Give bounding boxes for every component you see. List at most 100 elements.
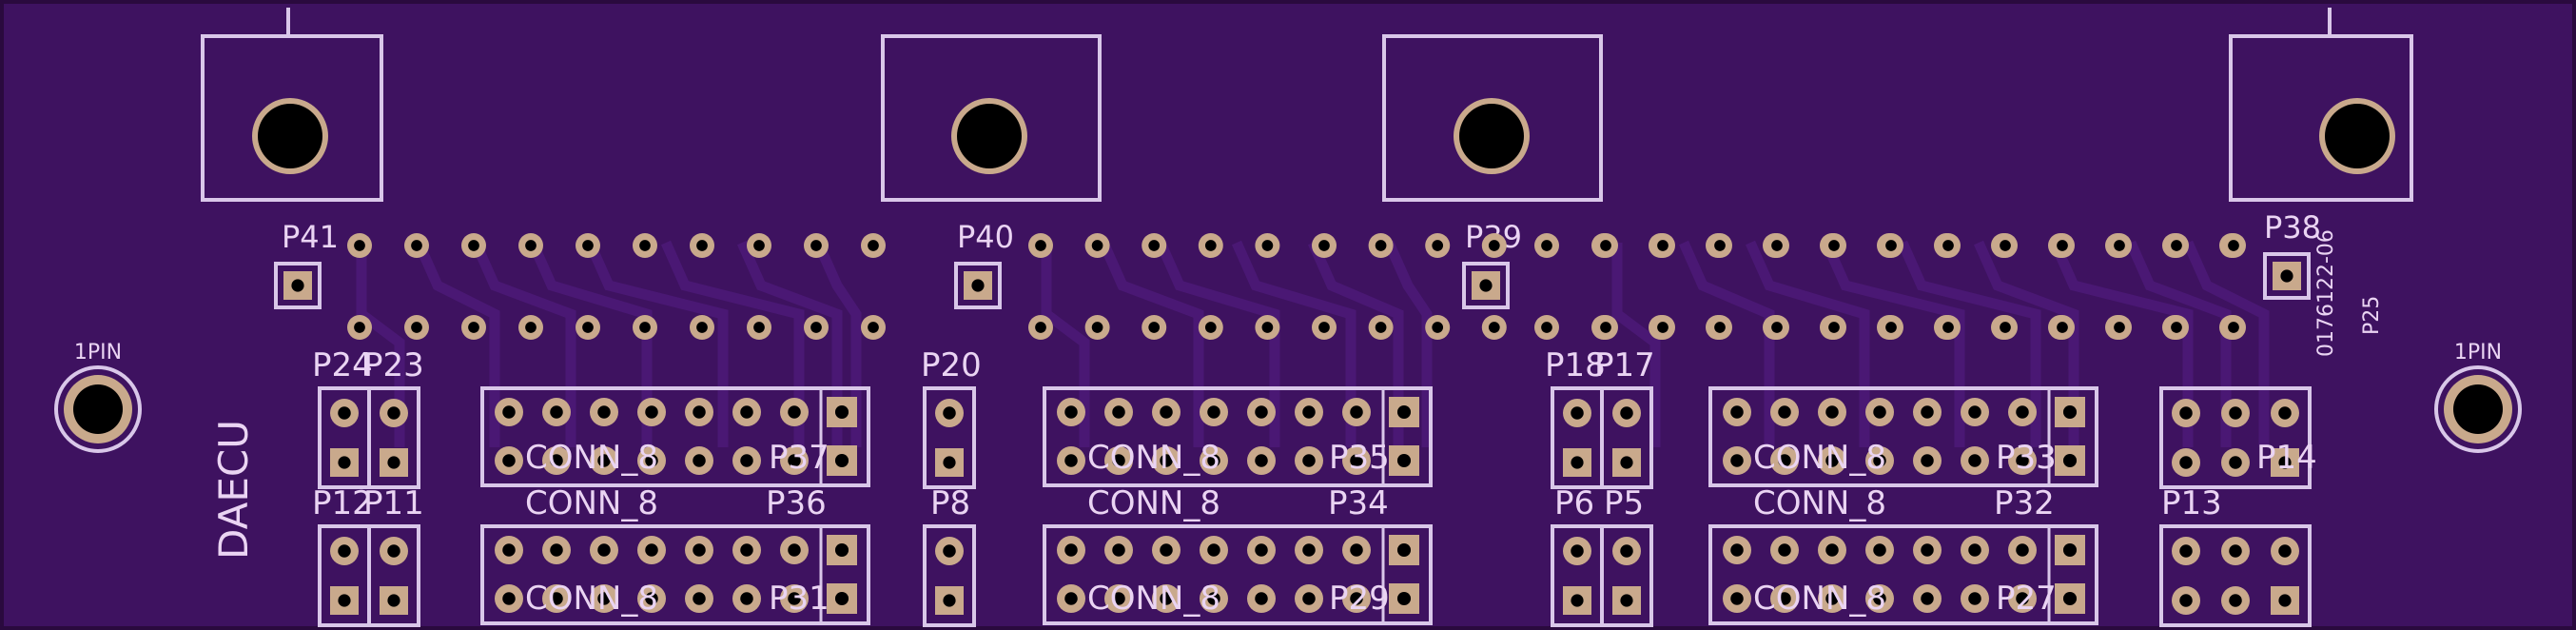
header-p6-ref: P6 bbox=[1554, 484, 1594, 522]
top-row-pin bbox=[2050, 233, 2075, 258]
pin-pad bbox=[1961, 584, 1989, 613]
pin-pad bbox=[1247, 398, 1276, 426]
trace bbox=[1041, 243, 1090, 447]
pin-pad bbox=[780, 446, 809, 475]
pin-pad bbox=[590, 536, 618, 564]
mounting-hole-right-label: 1PIN bbox=[2454, 341, 2502, 364]
pin-pad bbox=[1104, 536, 1133, 564]
pin-pad bbox=[685, 446, 713, 475]
pin-pad bbox=[1295, 584, 1323, 613]
conn-p36-value: CONN_8 bbox=[525, 484, 658, 522]
top-row-pin bbox=[1425, 233, 1451, 258]
header-p13: P13 bbox=[2159, 484, 2312, 627]
pin-pad bbox=[1612, 537, 1641, 565]
pin-1-pad bbox=[2055, 445, 2085, 476]
top-row-pin bbox=[1993, 315, 2018, 340]
pin-pad bbox=[495, 584, 523, 613]
pin-pad bbox=[685, 584, 713, 613]
top-row-pin bbox=[518, 315, 543, 340]
pin-pad bbox=[495, 398, 523, 426]
pin-1-pad bbox=[1612, 586, 1641, 615]
top-row-pin bbox=[1368, 233, 1394, 258]
pin-pad bbox=[1723, 446, 1751, 475]
header-p12: P12 bbox=[312, 484, 373, 627]
header-p17-ref: P17 bbox=[1594, 346, 1655, 384]
top-row-pin bbox=[690, 233, 714, 258]
trace bbox=[1155, 240, 1280, 447]
pin-pad bbox=[380, 537, 408, 565]
test-point-pad bbox=[964, 271, 992, 300]
pin-pad bbox=[1865, 584, 1894, 613]
pin-pad bbox=[1818, 446, 1846, 475]
pin-pad bbox=[685, 536, 713, 564]
pin-1-pad bbox=[1389, 583, 1419, 614]
top-row-pin bbox=[1534, 315, 1559, 340]
pin-pad bbox=[330, 399, 359, 427]
top-row-pin bbox=[2050, 315, 2075, 340]
pin-pad bbox=[1913, 446, 1942, 475]
test-point-p40: P40 bbox=[954, 219, 1014, 309]
trace bbox=[1383, 240, 1433, 447]
top-row-pin bbox=[1708, 233, 1732, 258]
top-row-pin bbox=[404, 233, 429, 258]
pin-1-pad bbox=[2271, 448, 2299, 477]
pin-1-pad bbox=[330, 448, 359, 477]
pin-1-pad bbox=[2055, 397, 2085, 427]
trace bbox=[1307, 240, 1404, 447]
pin-pad bbox=[780, 536, 809, 564]
top-row-pin bbox=[633, 233, 657, 258]
header-p14: P14 bbox=[2159, 386, 2317, 489]
pin-pad bbox=[1961, 398, 1989, 426]
trace bbox=[1973, 240, 2079, 447]
conn-p31-value: CONN_8 bbox=[525, 580, 658, 618]
pin-pad bbox=[1818, 584, 1846, 613]
pin-pad bbox=[2221, 586, 2250, 615]
pin-pad bbox=[542, 398, 571, 426]
pin-pad bbox=[590, 584, 618, 613]
top-row-pin bbox=[461, 233, 486, 258]
top-mounting-block bbox=[2229, 8, 2413, 202]
pin-pad bbox=[732, 398, 761, 426]
top-mounting-block bbox=[881, 34, 1102, 202]
top-row-pin bbox=[1481, 233, 1507, 258]
pin-pad bbox=[1770, 446, 1799, 475]
top-row-pin bbox=[1993, 233, 2018, 258]
pin-1-pad bbox=[2055, 535, 2085, 565]
test-point-label: P41 bbox=[282, 219, 339, 255]
pin-1-pad bbox=[1612, 448, 1641, 477]
pin-pad bbox=[1152, 398, 1181, 426]
pin-pad bbox=[1612, 399, 1641, 427]
pin-1-pad bbox=[380, 586, 408, 615]
pin-pad bbox=[1342, 398, 1371, 426]
top-row-pin bbox=[747, 233, 771, 258]
pin-pad bbox=[1342, 446, 1371, 475]
trace bbox=[812, 240, 862, 447]
top-row-pin bbox=[1255, 315, 1280, 340]
conn-p33-ref: P33 bbox=[1996, 439, 2057, 477]
pin-pad bbox=[1563, 537, 1591, 565]
top-row-pin bbox=[576, 315, 600, 340]
header-p11-ref: P11 bbox=[363, 484, 424, 522]
pin-pad bbox=[1152, 536, 1181, 564]
pin-pad bbox=[1961, 446, 1989, 475]
top-row-pin bbox=[2164, 315, 2189, 340]
pin-pad bbox=[1104, 446, 1133, 475]
pin-1-pad bbox=[827, 397, 857, 427]
pin-pad bbox=[542, 584, 571, 613]
top-row-pin bbox=[1593, 315, 1618, 340]
pin-pad bbox=[1342, 536, 1371, 564]
header-p24: P24 bbox=[312, 346, 373, 489]
pin-pad bbox=[1057, 398, 1085, 426]
pin-pad bbox=[780, 584, 809, 613]
pin-pad bbox=[1342, 584, 1371, 613]
conn-p27-value: CONN_8 bbox=[1753, 580, 1886, 618]
pin-pad bbox=[1152, 446, 1181, 475]
pin-1-pad bbox=[1389, 397, 1419, 427]
top-row-pin bbox=[1028, 233, 1053, 258]
top-row-pin bbox=[347, 315, 372, 340]
